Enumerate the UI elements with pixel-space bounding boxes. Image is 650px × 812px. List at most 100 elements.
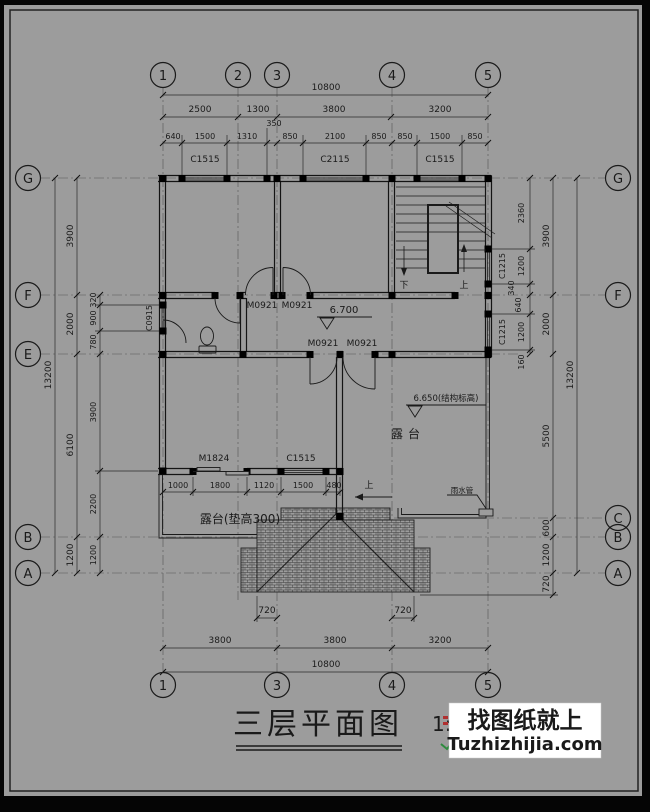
dim: 1500 xyxy=(430,132,450,141)
porch-roof xyxy=(240,507,431,593)
dim: 3800 xyxy=(324,636,347,646)
door-label: M0921 xyxy=(247,301,278,311)
dim: 3900 xyxy=(89,402,98,422)
window-label: C1515 xyxy=(190,155,219,165)
door-label: M0921 xyxy=(347,339,378,349)
dim: 350 xyxy=(266,119,281,128)
dim: 640 xyxy=(514,297,523,312)
dim-total-left: 13200 xyxy=(44,360,54,389)
staircase xyxy=(396,186,496,276)
window-label: C1515 xyxy=(286,454,315,464)
dim-total-right: 13200 xyxy=(566,360,576,389)
dim-total-top: 10800 xyxy=(312,83,341,93)
axis-letter: G xyxy=(613,172,623,187)
axis-letter: F xyxy=(24,289,31,304)
column-blocks xyxy=(159,175,492,520)
dim: 2360 xyxy=(517,203,526,223)
axis-bubbles: 1 2 3 4 5 1 3 4 5 G F E B A G F C B A xyxy=(14,61,632,699)
axis-number: 5 xyxy=(484,69,492,84)
dim: 3900 xyxy=(66,224,76,247)
axis-number: 4 xyxy=(388,69,396,84)
dim: 1000 xyxy=(168,481,188,490)
dim-total-bottom: 10800 xyxy=(312,660,341,670)
left-dimension-text: 13200 3900 2000 6100 1200 320 900 780 39… xyxy=(44,224,154,566)
dim: 1120 xyxy=(254,481,274,490)
stair-direction: 上 xyxy=(459,280,468,291)
dim: 2500 xyxy=(189,105,212,115)
dim: 2000 xyxy=(66,312,76,335)
axis-letter: B xyxy=(614,531,623,546)
dim: 780 xyxy=(89,334,98,349)
dim: 850 xyxy=(371,132,386,141)
axis-letter: F xyxy=(614,289,621,304)
dim: 3900 xyxy=(542,224,552,247)
dim: 600 xyxy=(542,519,552,536)
dim: 1200 xyxy=(517,256,526,276)
axis-letter: E xyxy=(24,348,32,363)
right-dimension-text: 13200 3900 2000 5500 600 1200 720 2360 1… xyxy=(498,203,576,593)
dim: 1200 xyxy=(66,543,76,566)
dim: 720 xyxy=(394,606,411,616)
door-label: M1824 xyxy=(199,454,230,464)
dim: 720 xyxy=(542,575,552,592)
room-label: 露台 xyxy=(391,426,425,441)
dim: 3200 xyxy=(429,105,452,115)
dim: 850 xyxy=(467,132,482,141)
dim: 2000 xyxy=(542,312,552,335)
axis-letter: C xyxy=(613,512,622,527)
axis-letter: A xyxy=(614,567,623,582)
axis-letter: B xyxy=(24,531,33,546)
dim: 340 xyxy=(507,280,516,295)
dim: 1500 xyxy=(293,481,313,490)
direction-label: 上 xyxy=(364,480,373,491)
note-label: 雨水管 xyxy=(451,485,474,495)
interior-labels: 1000 1800 1120 1500 480 M0921 M0921 M092… xyxy=(168,280,479,526)
watermark-slogan: 找图纸就上 xyxy=(468,707,583,734)
axis-number: 1 xyxy=(159,679,167,694)
dim: 3800 xyxy=(209,636,232,646)
dim: 640 xyxy=(165,132,180,141)
window-label: C1515 xyxy=(425,155,454,165)
watermark: 找图纸就上 Tuzhizhijia.com xyxy=(447,702,603,759)
dim: 1800 xyxy=(210,481,230,490)
title-block: 三层平面图 1: xyxy=(233,707,456,751)
dim: 900 xyxy=(89,310,98,325)
sheet-frame xyxy=(4,5,642,796)
annotation-symbols xyxy=(317,316,494,517)
axis-number: 3 xyxy=(273,679,281,694)
dim: 1200 xyxy=(542,543,552,566)
window-label: C2115 xyxy=(320,155,349,165)
window-label: C1215 xyxy=(498,253,507,279)
axis-number: 1 xyxy=(159,69,167,84)
toilet-symbol xyxy=(198,326,217,354)
window-label: C0915 xyxy=(145,305,154,331)
drawing-scale: 1: xyxy=(432,712,451,736)
dim: 160 xyxy=(517,354,526,369)
dim: 480 xyxy=(326,481,341,490)
dim: 1300 xyxy=(247,105,270,115)
dim: 720 xyxy=(258,606,275,616)
door-label: M0921 xyxy=(308,339,339,349)
top-dimension-text: 10800 2500 1300 3800 3200 640 1500 1310 … xyxy=(165,83,482,165)
dim: 2200 xyxy=(89,494,98,514)
axis-number: 5 xyxy=(484,679,492,694)
elevation-value: 6.650(结构标高) xyxy=(414,393,479,404)
window-lines xyxy=(161,177,490,473)
dim: 1310 xyxy=(237,132,257,141)
axis-number: 3 xyxy=(273,69,281,84)
dim: 2100 xyxy=(325,132,345,141)
axis-letter: A xyxy=(24,567,33,582)
door-swings xyxy=(162,267,376,476)
room-label: 露台(垫高300) xyxy=(200,511,280,526)
stair-direction: 下 xyxy=(399,281,408,291)
dim: 3800 xyxy=(323,105,346,115)
dim: 1200 xyxy=(89,545,98,565)
elevation-value: 6.700 xyxy=(330,305,359,316)
dim: 850 xyxy=(397,132,412,141)
dim: 1200 xyxy=(517,322,526,342)
dim: 3200 xyxy=(429,636,452,646)
dim: 6100 xyxy=(66,433,76,456)
dim: 320 xyxy=(89,292,98,307)
